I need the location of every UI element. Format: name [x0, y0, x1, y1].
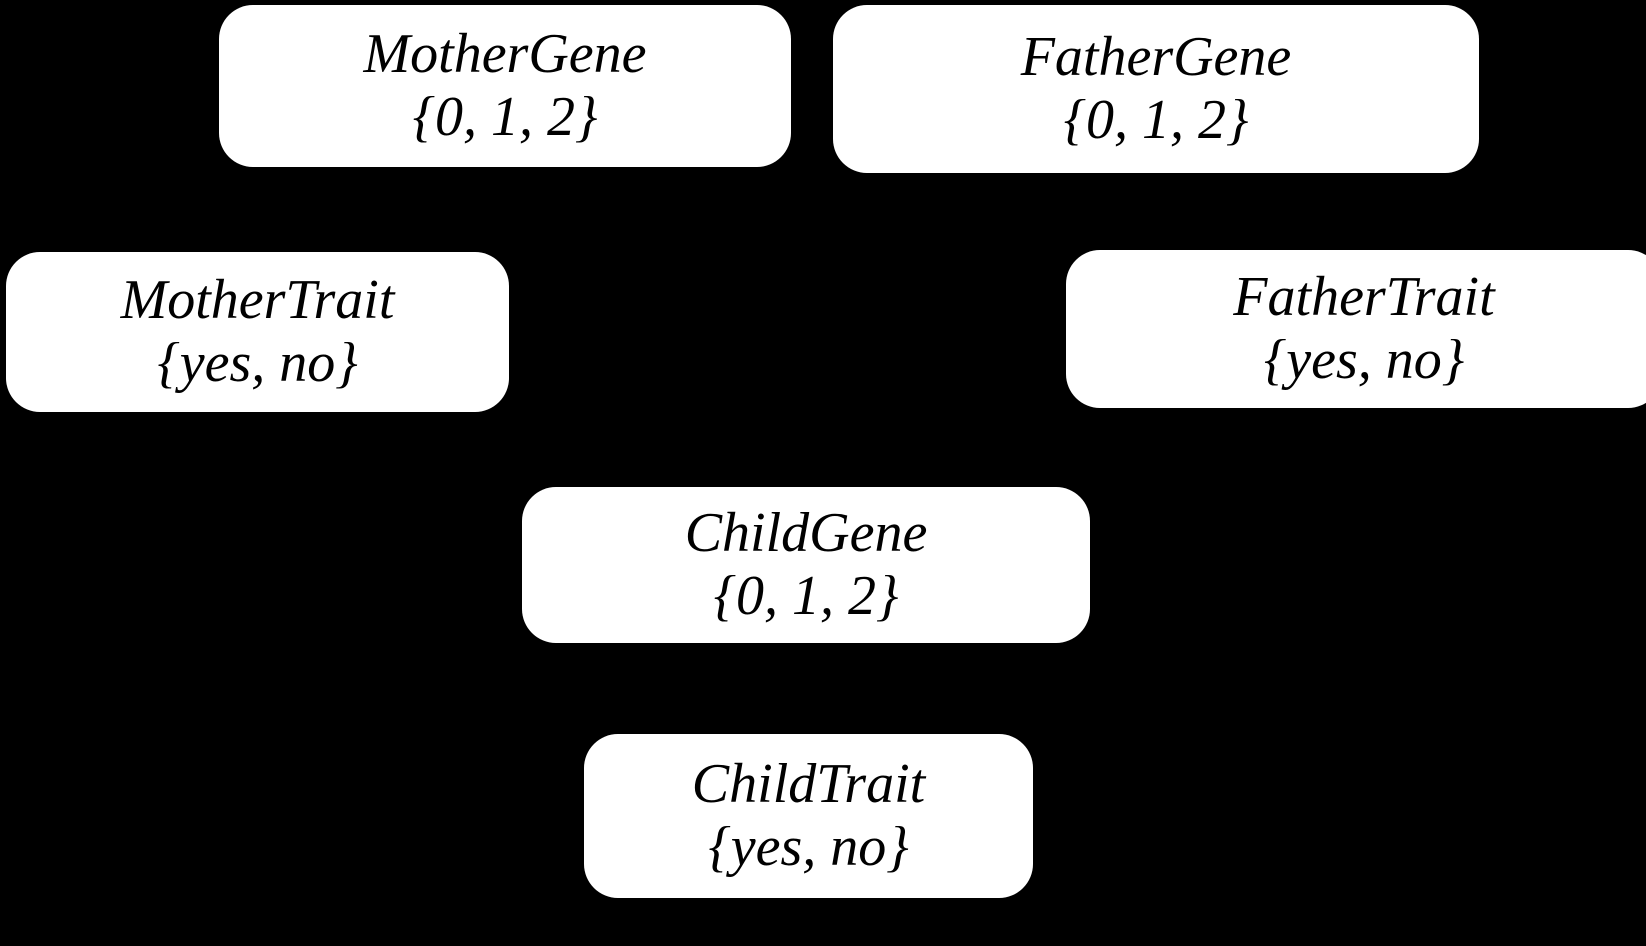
node-mother-trait[interactable]: MotherTrait {yes, no} [6, 252, 509, 412]
node-child-gene-label: ChildGene [684, 502, 928, 565]
node-father-gene[interactable]: FatherGene {0, 1, 2} [833, 5, 1479, 173]
node-father-gene-domain: {0, 1, 2} [1063, 89, 1249, 151]
node-child-trait-domain: {yes, no} [708, 816, 909, 878]
node-father-trait[interactable]: FatherTrait {yes, no} [1066, 250, 1646, 408]
node-mother-gene-label: MotherGene [363, 23, 647, 86]
node-child-trait[interactable]: ChildTrait {yes, no} [584, 734, 1033, 898]
node-father-trait-label: FatherTrait [1233, 266, 1495, 329]
node-father-gene-label: FatherGene [1020, 26, 1292, 89]
node-child-gene-domain: {0, 1, 2} [713, 565, 899, 627]
node-mother-gene[interactable]: MotherGene {0, 1, 2} [219, 5, 791, 167]
node-child-trait-label: ChildTrait [691, 753, 926, 816]
node-child-gene[interactable]: ChildGene {0, 1, 2} [522, 487, 1090, 643]
node-mother-gene-domain: {0, 1, 2} [412, 86, 598, 148]
node-mother-trait-label: MotherTrait [120, 269, 395, 332]
node-mother-trait-domain: {yes, no} [157, 332, 358, 394]
node-father-trait-domain: {yes, no} [1263, 329, 1465, 391]
